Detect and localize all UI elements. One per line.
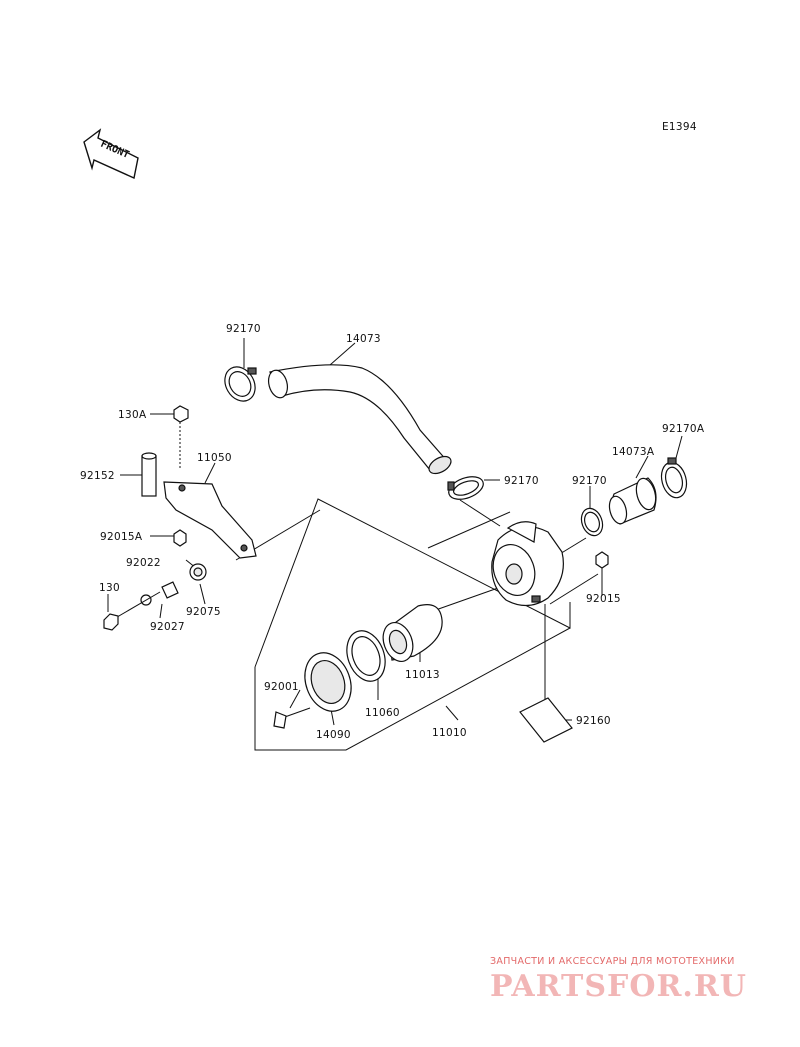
- gasket-11060: [346, 630, 386, 682]
- label-92170-mid: 92170: [504, 475, 539, 487]
- collar-92027: [161, 581, 179, 599]
- label-11050: 11050: [197, 452, 232, 464]
- nut-92015A: [173, 529, 187, 547]
- bolt-130: [103, 591, 161, 631]
- assembly-outline: [254, 498, 571, 751]
- label-11010: 11010: [432, 727, 467, 739]
- label-92001: 92001: [264, 681, 299, 693]
- label-92152: 92152: [80, 470, 115, 482]
- label-14073: 14073: [346, 333, 381, 345]
- label-14073A: 14073A: [612, 446, 655, 458]
- duct-14073A: [608, 477, 657, 525]
- hose-clamp-92170-top: [224, 366, 257, 402]
- air-cleaner-housing: [491, 521, 564, 607]
- hose-clamp-92170-right: [580, 507, 604, 537]
- bracket-11050: [163, 481, 257, 559]
- outline-inner-line: [427, 511, 511, 549]
- label-92160: 92160: [576, 715, 611, 727]
- label-11060: 11060: [365, 707, 400, 719]
- label-92075: 92075: [186, 606, 221, 618]
- filter-element-11013: [382, 604, 443, 662]
- bolt-130A: [173, 405, 189, 470]
- hose-clamp-92170-mid: [447, 476, 484, 500]
- label-130: 130: [99, 582, 120, 594]
- cap-14090: [304, 652, 352, 712]
- grommet-92075: [189, 563, 207, 581]
- label-92170A: 92170A: [662, 423, 705, 435]
- label-14090: 14090: [316, 729, 351, 741]
- label-92015A: 92015A: [100, 531, 143, 543]
- watermark-logo: PARTSFOR.RU: [490, 969, 747, 1004]
- label-11013: 11013: [405, 669, 440, 681]
- watermark-tagline: ЗАПЧАСТИ И АКСЕССУАРЫ ДЛЯ МОТОТЕХНИКИ: [490, 956, 735, 967]
- pad-92160: [519, 697, 573, 743]
- label-92027: 92027: [150, 621, 185, 633]
- hose-clamp-92170A: [660, 457, 688, 499]
- watermark: ЗАПЧАСТИ И АКСЕССУАРЫ ДЛЯ МОТОТЕХНИКИ PA…: [490, 956, 747, 1004]
- front-arrow-icon: FRONT: [83, 128, 139, 179]
- intake-duct-14073: [267, 364, 452, 475]
- label-130A: 130A: [118, 409, 147, 421]
- label-92022: 92022: [126, 557, 161, 569]
- diagram-code: E1394: [662, 121, 697, 133]
- label-92170-top: 92170: [226, 323, 261, 335]
- label-92170-right: 92170: [572, 475, 607, 487]
- spacer-92152: [141, 452, 157, 497]
- wing-bolt-92001: [273, 707, 311, 729]
- label-92015: 92015: [586, 593, 621, 605]
- nut-92015: [595, 551, 609, 569]
